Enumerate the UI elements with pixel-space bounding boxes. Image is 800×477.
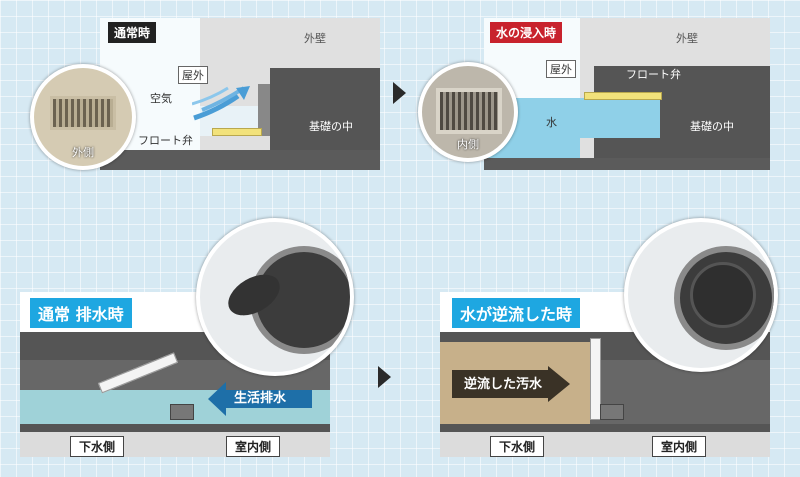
photo-outer-vent: 外側 [30, 64, 136, 170]
tag-normal: 通常時 [108, 22, 157, 43]
indoor-side-label: 室内側 [652, 436, 707, 457]
flap-disc-image [690, 262, 756, 328]
ground-strip [100, 150, 380, 170]
foundation-label: 基礎の中 [307, 118, 355, 134]
flow-label-backflow: 逆流した汚水 [464, 377, 543, 392]
float-valve-label: フロート弁 [626, 68, 681, 81]
foundation-block [270, 68, 380, 150]
sewer-side-label: 下水側 [490, 436, 545, 457]
photo-drain-valve [196, 218, 354, 376]
panel-normal [100, 18, 380, 170]
float-valve [212, 128, 262, 136]
sewer-side-label: 下水側 [70, 436, 125, 457]
outside-label: 屋外 [178, 66, 208, 84]
float-valve [584, 92, 662, 100]
photo-inner-vent: 内側 [418, 62, 518, 162]
photo-backflow-valve [624, 218, 778, 372]
outside-label: 屋外 [546, 60, 576, 78]
flooded-channel [580, 98, 660, 138]
foundation-label: 基礎の中 [690, 120, 734, 133]
indoor-side-label: 室内側 [226, 436, 281, 457]
pipe-bottom-wall [20, 424, 330, 432]
float-valve-label: フロート弁 [138, 134, 193, 147]
air-label: 空気 [150, 92, 172, 105]
tag-flood: 水の浸入時 [490, 22, 563, 43]
next-arrow-bottom [378, 366, 391, 388]
tag-drain: 通常 排水時 [30, 298, 132, 328]
air-flow-arrows [192, 86, 250, 121]
pipe-bottom-wall [440, 424, 770, 432]
vent-grille-image [50, 96, 116, 130]
photo-caption-inside: 内側 [457, 138, 479, 151]
flow-label-drain: 生活排水 [234, 391, 287, 406]
tag-backflow: 水が逆流した時 [452, 298, 581, 328]
photo-caption-outside: 外側 [72, 146, 94, 159]
ground-strip [484, 158, 770, 170]
water-label: 水 [546, 116, 557, 129]
vent-pillar [258, 84, 270, 136]
outer-wall-label: 外壁 [304, 32, 326, 45]
vent-frame-image [436, 88, 502, 134]
valve-stopper [170, 404, 194, 420]
next-arrow-top [393, 82, 406, 104]
valve-stopper [600, 404, 624, 420]
outer-wall-label: 外壁 [676, 32, 698, 45]
backflow-arrow [452, 366, 570, 402]
floor-strip [20, 432, 330, 457]
closed-flap [590, 338, 601, 420]
drain-flow-arrow [208, 382, 312, 416]
